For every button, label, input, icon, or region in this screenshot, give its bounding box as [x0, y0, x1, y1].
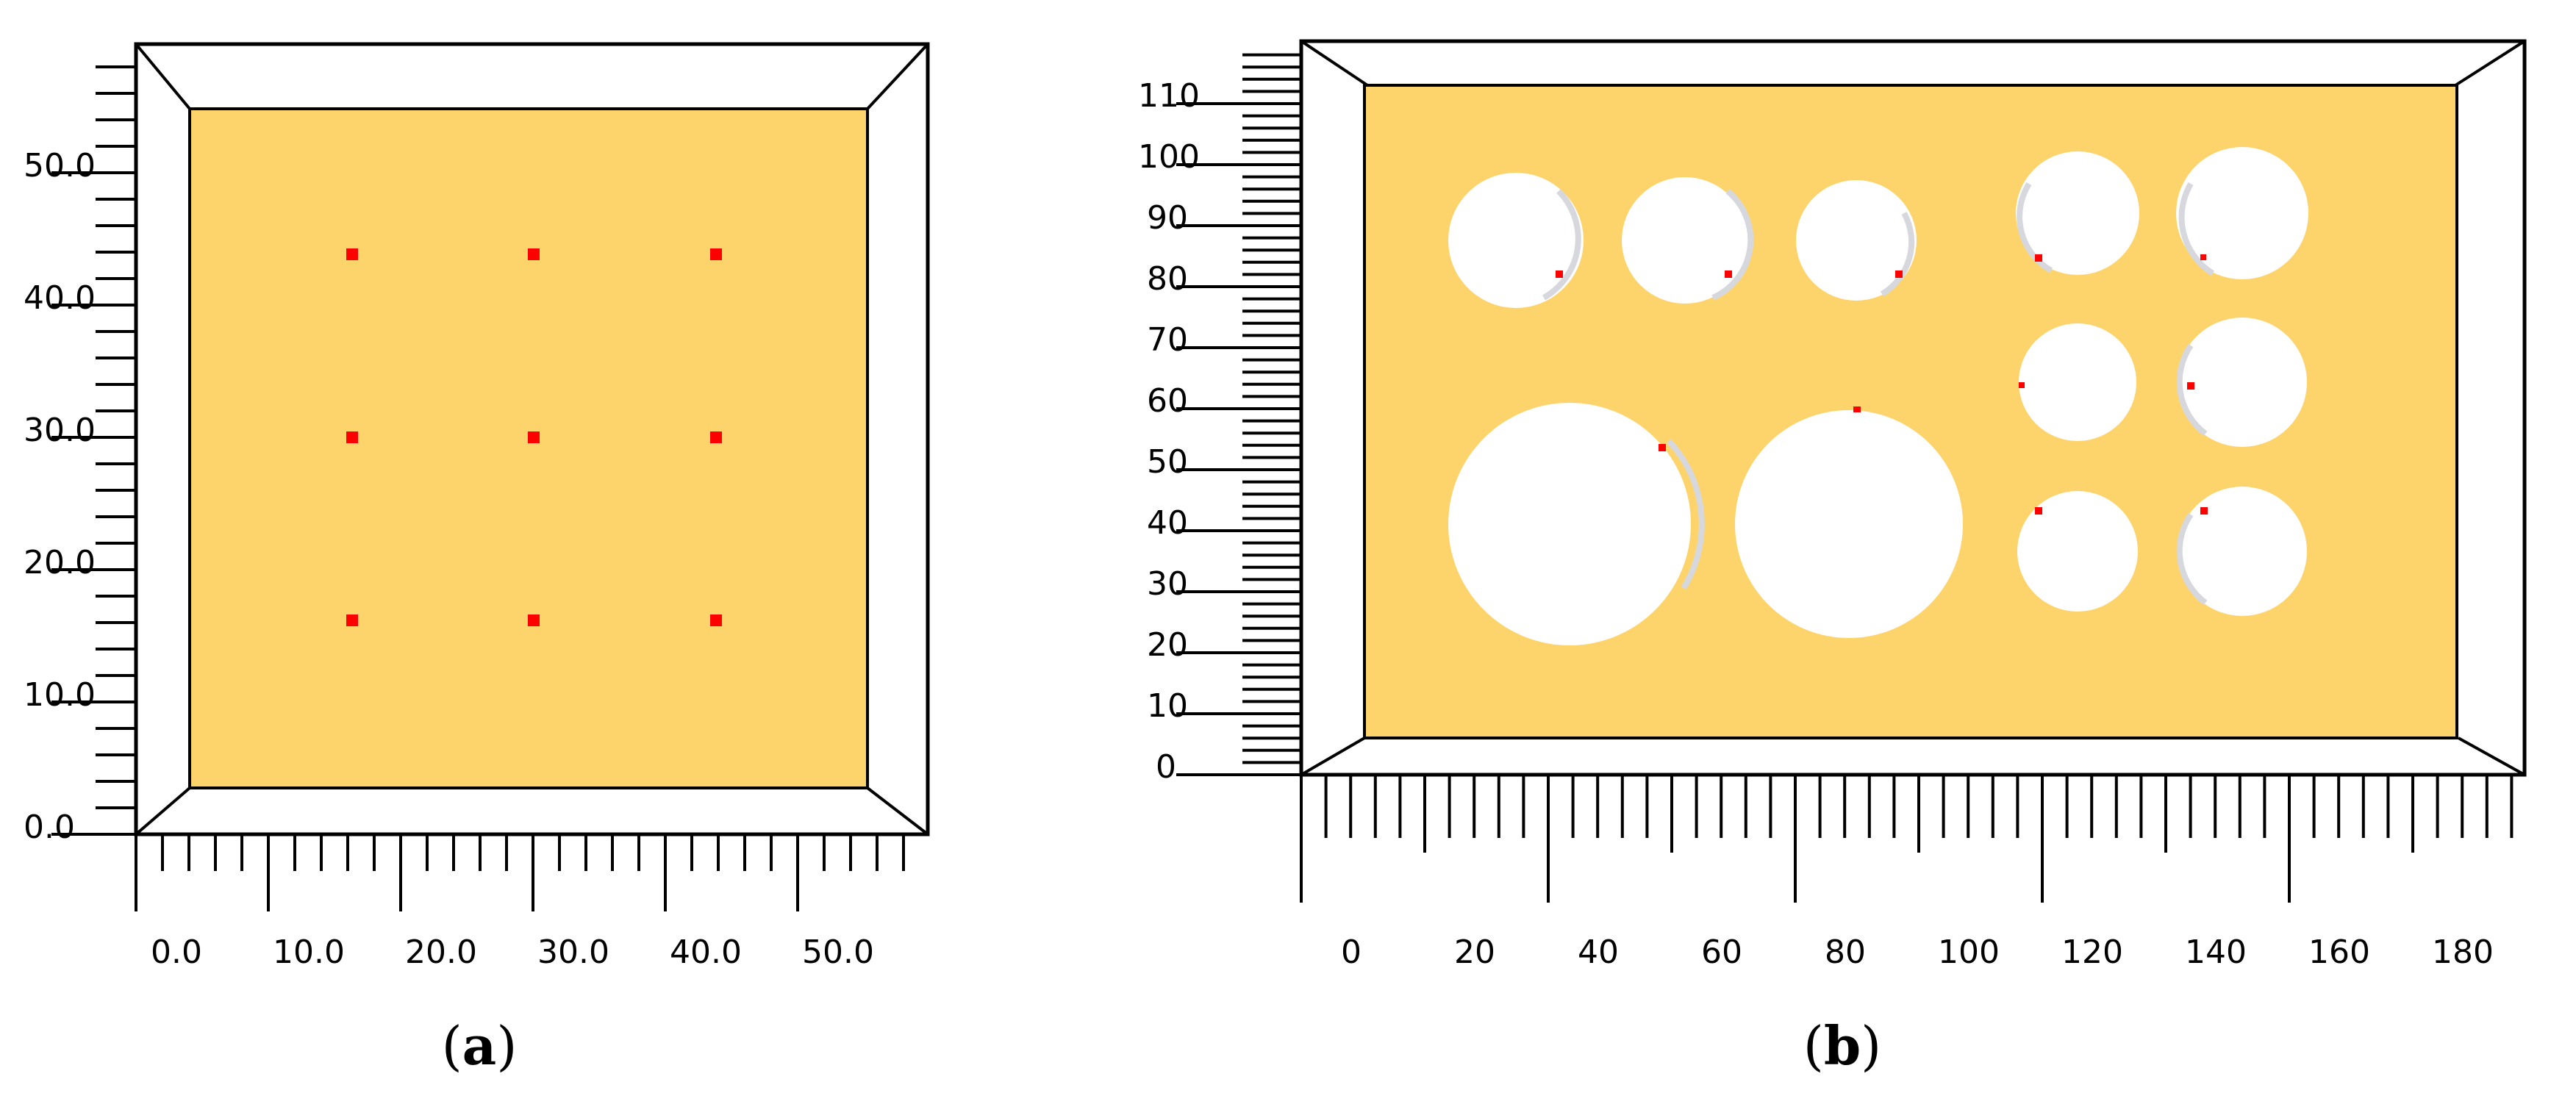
marker [710, 248, 722, 260]
hole [2178, 487, 2307, 616]
panel-b-bevel-bl [1300, 737, 1366, 776]
panel-b-y-tick-label: 10 [1147, 687, 1188, 725]
panel-a-caption: (a) [442, 1014, 518, 1077]
panel-a-x-tick-label: 10.0 [273, 934, 345, 971]
hole-shade [1711, 188, 1754, 301]
panel-b-x-tick-label: 40 [1578, 934, 1619, 971]
panel-b-x-tick-label: 60 [1701, 934, 1742, 971]
marker [346, 248, 358, 260]
hole [1796, 180, 1917, 301]
panel-a-bevel-tl [135, 43, 191, 110]
panel-a-y-tick-label: 40.0 [24, 279, 96, 317]
panel-b-x-tick-label: 140 [2185, 934, 2247, 971]
panel-a-x-tick-label: 40.0 [670, 934, 742, 971]
panel-a-y-tick-label: 50.0 [24, 147, 96, 184]
panel-b-y-tick-label: 110 [1138, 77, 1200, 115]
marker [1853, 406, 1861, 412]
panel-b: 0 10 20 30 40 50 60 70 80 90 100 110 0 2… [1138, 39, 2527, 1077]
hole [1735, 410, 1963, 638]
hole [2178, 318, 2307, 447]
panel-b-x-tick-label: 0 [1341, 934, 1362, 971]
marker [1725, 270, 1732, 278]
panel-b-ticks [1176, 41, 2525, 903]
panel-b-bevel-tl [1300, 40, 1369, 87]
panel-b-x-tick-label: 20 [1454, 934, 1495, 971]
marker [346, 614, 358, 626]
panel-b-caption: (b) [1803, 1014, 1882, 1077]
hole-shade [2178, 182, 2215, 276]
marker [1556, 270, 1563, 278]
marker [528, 431, 540, 443]
panel-a-plate [188, 107, 869, 789]
marker [2200, 507, 2208, 515]
panel-a-bevel-br [866, 786, 929, 836]
hole [1448, 173, 1584, 308]
panel-b-y-tick-label: 70 [1147, 321, 1188, 359]
panel-a-bevel-bl [135, 786, 191, 836]
marker [528, 614, 540, 626]
hole [2019, 323, 2136, 441]
marker [2187, 382, 2194, 390]
panel-b-x-tick-label: 100 [1938, 934, 2000, 971]
hole-shade [2176, 343, 2208, 437]
marker [2200, 254, 2206, 260]
hole [2016, 151, 2139, 275]
marker [2019, 382, 2025, 388]
panel-b-y-tick-label: 90 [1147, 199, 1188, 237]
hole [1622, 177, 1748, 304]
panel-b-holes [1448, 147, 2308, 645]
panel-a-y-tick-label: 30.0 [24, 412, 96, 449]
panel-b-bevel-br [2458, 737, 2525, 776]
panel-b-y-tick-label: 80 [1147, 260, 1188, 298]
panel-b-x-tick-label: 80 [1825, 934, 1866, 971]
hole-shade [1880, 212, 1915, 297]
panel-b-y-tick-label: 60 [1147, 382, 1188, 420]
marker [2035, 507, 2042, 515]
marker [710, 431, 722, 443]
panel-a-caption-letter: a [462, 1014, 497, 1077]
panel-a-markers [346, 248, 722, 626]
panel-b-y-tick-label: 20 [1147, 626, 1188, 664]
hole-shade [1542, 189, 1581, 301]
marker [528, 248, 540, 260]
panel-b-y-tick-label: 100 [1138, 138, 1200, 176]
marker [710, 614, 722, 626]
panel-a-y-tick-label: 20.0 [24, 544, 96, 581]
panel-a-ticks [51, 44, 928, 911]
panel-b-y-tick-label: 0 [1156, 748, 1176, 786]
panel-b-markers [1556, 254, 2208, 515]
panel-b-x-tick-label: 160 [2308, 934, 2370, 971]
hole-shade [1667, 439, 1705, 590]
panel-b-y-tick-label: 30 [1147, 565, 1188, 603]
marker [1659, 444, 1666, 451]
panel-a-bevel-tr [866, 43, 929, 110]
hole [2017, 491, 2138, 612]
panel-a-x-tick-label: 0.0 [151, 934, 202, 971]
panel-b-x-tick-label: 180 [2432, 934, 2494, 971]
panel-b-bevel-tr [2454, 40, 2526, 87]
panel-b-caption-letter: b [1824, 1014, 1861, 1077]
panel-a-x-tick-label: 30.0 [537, 934, 609, 971]
hole-shade [2017, 182, 2053, 273]
hole [1448, 403, 1691, 645]
marker [346, 431, 358, 443]
hole-shade [2176, 512, 2208, 606]
panel-b-y-tick-label: 50 [1147, 443, 1188, 481]
panel-a: 0.0 10.0 20.0 30.0 40.0 50.0 0.0 10.0 20… [24, 42, 930, 1077]
hole [2176, 147, 2308, 279]
panel-b-y-tick-label: 40 [1147, 504, 1188, 542]
panel-b-x-tick-label: 120 [2061, 934, 2123, 971]
panel-b-hole-shading [1542, 182, 2215, 606]
marker [1895, 270, 1903, 278]
panel-a-y-tick-label: 10.0 [24, 676, 96, 714]
marker [2035, 254, 2042, 262]
panel-a-x-tick-label: 50.0 [802, 934, 874, 971]
panel-a-y-tick-label: 0.0 [24, 809, 75, 846]
panel-a-x-tick-label: 20.0 [405, 934, 477, 971]
